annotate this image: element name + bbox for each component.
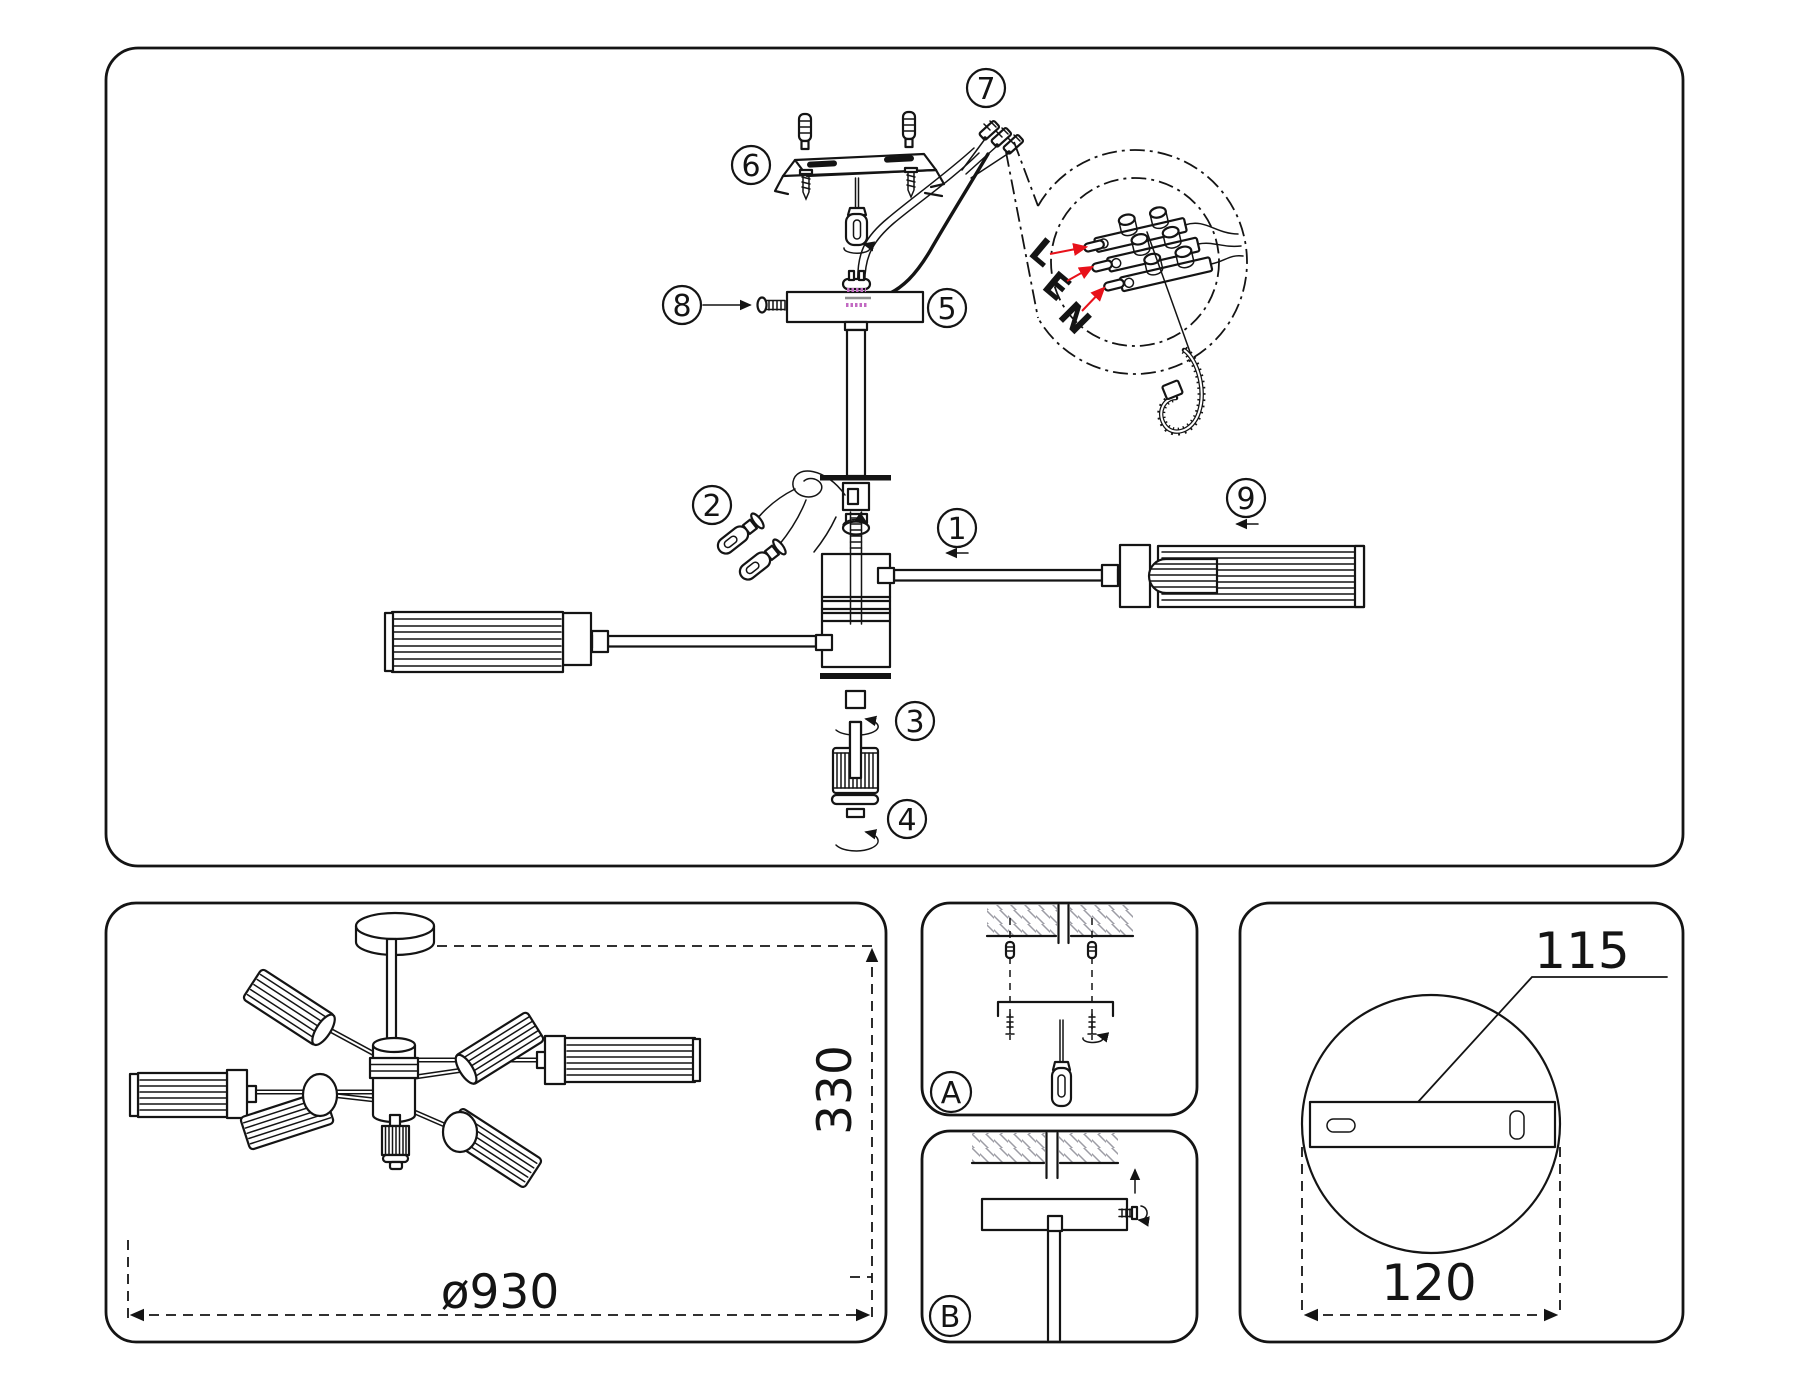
svg-text:5: 5 <box>937 292 956 327</box>
stem-coupling: 2 <box>691 470 891 581</box>
svg-text:6: 6 <box>741 149 760 184</box>
mounting-bracket-hardware: 6 <box>730 110 946 201</box>
svg-text:7: 7 <box>976 72 995 107</box>
svg-text:ø930: ø930 <box>441 1265 559 1320</box>
callout-8: 8 <box>661 284 703 326</box>
quick-connector-b <box>738 538 787 581</box>
mounting-screw-right <box>903 166 919 199</box>
wiring-detail-bubble: L E N <box>1005 141 1248 436</box>
svg-text:4: 4 <box>897 803 916 838</box>
callout-6: 6 <box>730 144 772 186</box>
dimension-lines: ø930 330 <box>127 945 879 1322</box>
svg-text:B: B <box>940 1300 961 1335</box>
callout-3: 3 <box>894 700 936 742</box>
bulb <box>1147 557 1219 595</box>
svg-text:3: 3 <box>905 705 924 740</box>
finial-parts: 3 4 <box>820 673 936 852</box>
hub <box>368 1036 420 1171</box>
panel-exploded-assembly: 6 7 <box>104 46 1685 868</box>
shade-lower-right-cap <box>441 1110 479 1154</box>
assembled-chandelier <box>128 911 702 1188</box>
wall-anchor-left <box>797 112 813 151</box>
mounting-screw-left <box>798 168 814 201</box>
panel-canopy-dimensions: 115 120 <box>1238 901 1685 1344</box>
callout-9: 9 <box>1225 477 1267 530</box>
shade-upper-left <box>242 968 336 1047</box>
wall-anchor-right <box>901 110 917 149</box>
callout-2: 2 <box>691 484 733 526</box>
panel-dimensions-assembled: ø930 330 <box>104 901 888 1344</box>
shade-lower-left-cap <box>301 1072 339 1118</box>
callout-b: B <box>928 1294 972 1338</box>
svg-text:9: 9 <box>1236 482 1255 517</box>
callout-5: 5 <box>926 287 968 329</box>
svg-text:A: A <box>941 1076 962 1111</box>
svg-text:115: 115 <box>1534 922 1629 980</box>
canopy-screw-part8: 8 <box>661 284 786 326</box>
cable-tie <box>1157 346 1206 436</box>
svg-text:120: 120 <box>1381 1254 1476 1312</box>
panel-step-b: B <box>920 1129 1199 1344</box>
ceiling-section <box>985 903 1135 945</box>
arm-left <box>383 610 834 674</box>
arm-right: 1 9 <box>876 477 1366 609</box>
svg-text:8: 8 <box>672 289 691 324</box>
svg-text:1: 1 <box>947 512 966 547</box>
callout-4: 4 <box>886 798 928 840</box>
svg-text:2: 2 <box>702 489 721 524</box>
quick-connector-a <box>716 512 765 555</box>
callout-a: A <box>929 1070 973 1114</box>
ceiling-canopy: 5 <box>785 269 968 478</box>
ceiling-section-b <box>970 1131 1120 1180</box>
svg-text:330: 330 <box>808 1045 863 1135</box>
wire-connector-part7: 7 <box>961 67 1025 179</box>
shade-left <box>383 610 565 674</box>
canopy-screw-b <box>1118 1205 1150 1227</box>
shade-left <box>128 1068 258 1120</box>
shade-right <box>535 1034 702 1086</box>
callout-7: 7 <box>965 67 1007 109</box>
ceiling-bracket <box>773 152 946 198</box>
callout-1: 1 <box>936 507 978 559</box>
screwdriver-icon <box>843 177 876 254</box>
mains-wires <box>857 147 990 300</box>
screw-marks <box>1005 1013 1110 1044</box>
knurled-nut <box>831 720 880 795</box>
screwdriver-small <box>1050 1019 1073 1108</box>
anchor-marks <box>1004 940 1098 960</box>
panel-step-a: A <box>920 901 1199 1117</box>
shade-upper-right <box>454 1011 545 1085</box>
